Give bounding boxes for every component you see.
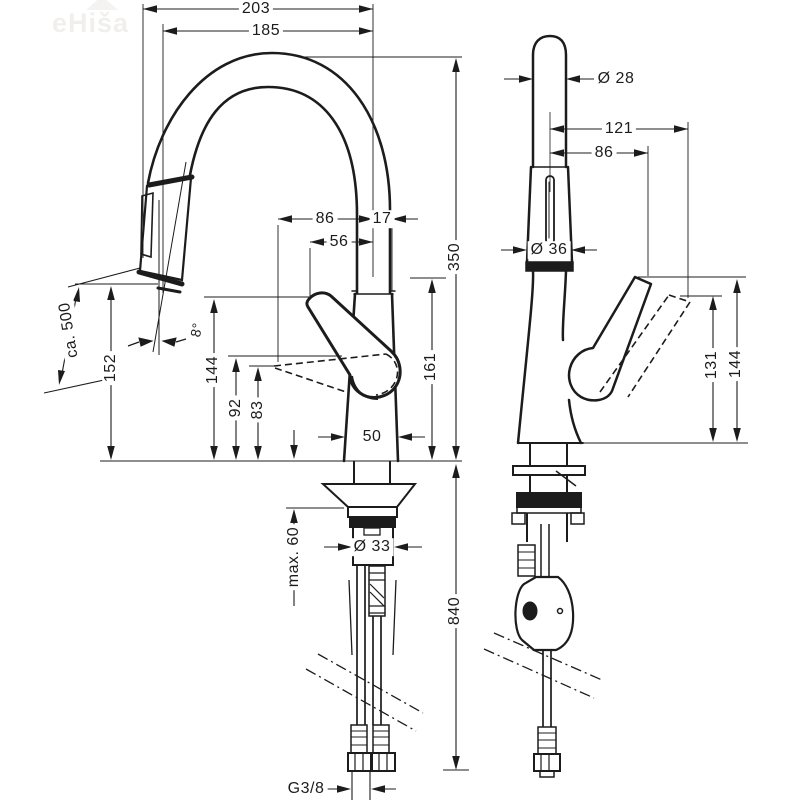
side-undercounter-assembly — [511, 443, 586, 778]
dim-thread-size: G3/8 — [284, 780, 328, 798]
dim-spout-reach-outer: 203 — [238, 0, 274, 18]
spray-angle-annotation — [127, 161, 187, 355]
side-dimension-arrows — [513, 75, 741, 442]
dim-spout-height: 350 — [446, 239, 464, 275]
dim-shank-diameter: Ø 33 — [350, 538, 394, 556]
dim-lever-offset: 56 — [326, 233, 352, 251]
watermark-text: eHiša — [52, 8, 130, 38]
dim-outlet-edge: 17 — [369, 210, 395, 228]
dim-base-width: 50 — [359, 428, 385, 446]
watermark-roof-icon — [86, 0, 118, 10]
dim-outlet-offset: 86 — [312, 210, 338, 228]
side-break-lines — [483, 632, 603, 699]
dim-outlet-height: 161 — [422, 349, 440, 385]
watermark-logo: eHiša — [52, 0, 130, 39]
dim-lever-down-tip: 83 — [249, 397, 267, 423]
dim-handle-height-open: 131 — [703, 347, 721, 383]
dim-spout-reach-inner: 185 — [248, 22, 284, 40]
dim-counter-max: max. 60 — [285, 523, 303, 591]
dim-handle-reach-open: 121 — [601, 120, 637, 138]
side-lever-handle — [567, 275, 653, 402]
front-break-lines — [305, 653, 424, 732]
dim-lever-height: 144 — [204, 352, 222, 388]
side-lever-dashed-position — [599, 294, 691, 398]
dim-handle-height: 144 — [727, 346, 745, 382]
side-dimension-lines — [501, 78, 748, 444]
front-lever-dashed-position — [273, 353, 399, 396]
dim-lever-down-upper: 92 — [227, 395, 245, 421]
dim-grip-diameter: Ø 36 — [527, 241, 571, 259]
front-lever-handle — [305, 291, 402, 400]
front-dimension-lines — [43, 4, 469, 800]
dim-pipe-diameter: Ø 28 — [594, 70, 638, 88]
dim-outlet-height-side: 152 — [102, 350, 120, 386]
front-dimension-arrows — [58, 5, 460, 793]
dim-mounting-length: 840 — [446, 593, 464, 629]
front-view-outline — [136, 51, 400, 463]
dim-handle-reach: 86 — [591, 144, 617, 162]
